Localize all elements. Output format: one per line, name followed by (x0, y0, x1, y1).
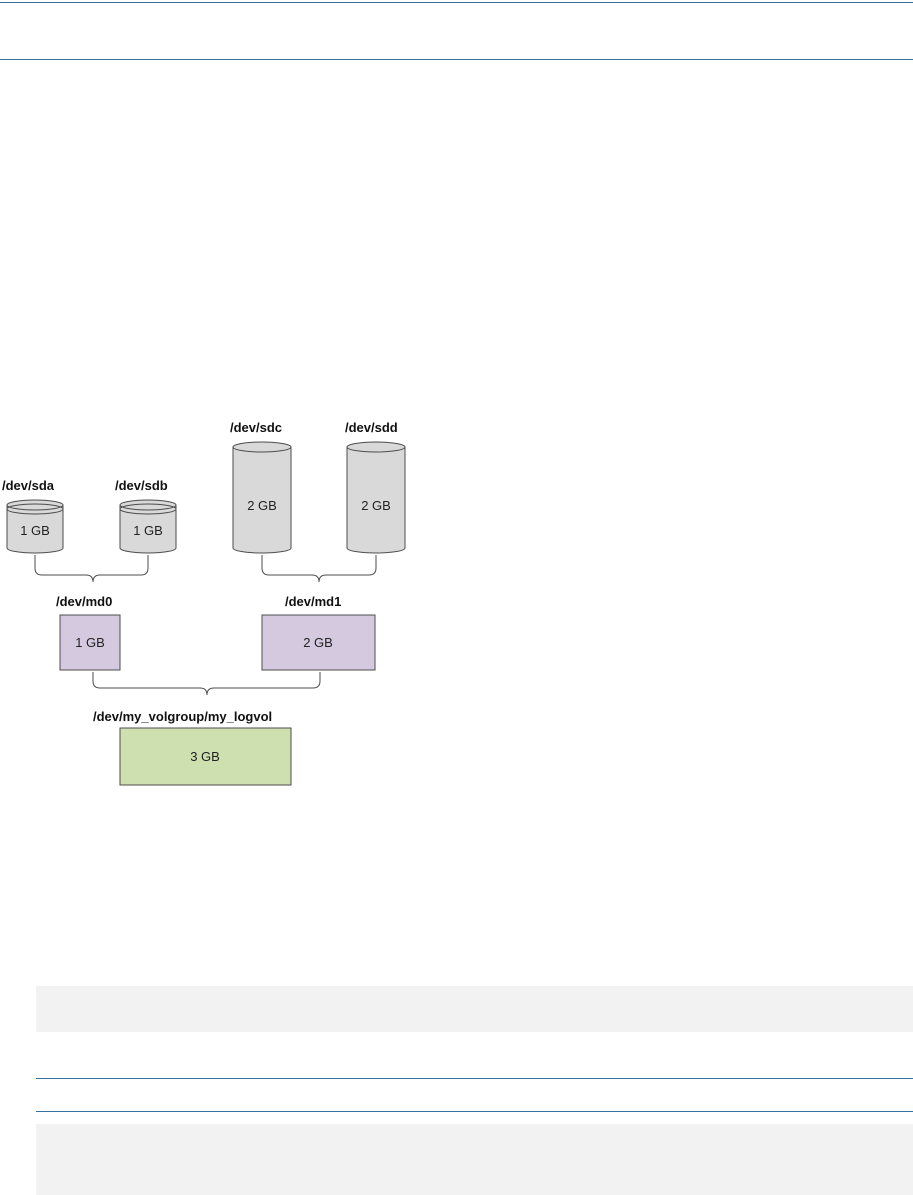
disk-sdb-label: /dev/sdb (115, 478, 168, 493)
disk-sdb-size: 1 GB (133, 523, 163, 538)
top-rule (0, 2, 913, 3)
raid-md0-size: 1 GB (75, 635, 105, 650)
disk-sdc-size: 2 GB (247, 498, 277, 513)
header-bottom-rule (0, 59, 913, 60)
disk-sdd-top (346, 441, 406, 453)
raid-md0: /dev/md0 1 GB (56, 594, 121, 671)
disk-sdc-label: /dev/sdc (230, 420, 282, 435)
raid-md1: /dev/md1 2 GB (261, 594, 376, 671)
logical-volume-box (119, 727, 292, 786)
disk-sdd-label: /dev/sdd (345, 420, 398, 435)
lvm-raid-diagram: /dev/sda 1 GB /dev/sdb 1 GB /dev/sdc 2 G… (2, 420, 406, 786)
table-top-rule (36, 1078, 913, 1079)
disk-sda-rim (6, 503, 64, 515)
disk-sda-body (6, 505, 64, 554)
disk-sdb-rim (119, 503, 177, 515)
disk-sdb-top (119, 499, 177, 511)
disk-sdb: /dev/sdb 1 GB (115, 478, 177, 554)
disk-sdc-top (232, 441, 292, 453)
disk-sda-top (6, 499, 64, 511)
table-mid-rule (36, 1111, 913, 1112)
raid-md0-label: /dev/md0 (56, 594, 112, 609)
disk-sdc-body (232, 447, 292, 554)
brace-sda-sdb (34, 555, 149, 583)
logical-volume-label: /dev/my_volgroup/my_logvol (93, 709, 272, 724)
disk-sda: /dev/sda 1 GB (2, 478, 64, 554)
raid-md0-box (59, 614, 121, 671)
raid-md1-box (261, 614, 376, 671)
disk-sdd: /dev/sdd 2 GB (345, 420, 406, 554)
code-panel-2 (36, 1124, 913, 1195)
logical-volume: /dev/my_volgroup/my_logvol 3 GB (93, 709, 292, 786)
logical-volume-size: 3 GB (190, 749, 220, 764)
disk-sdb-body (119, 505, 177, 554)
raid-md1-size: 2 GB (303, 635, 333, 650)
code-panel-1 (36, 986, 913, 1032)
disk-sdc: /dev/sdc 2 GB (230, 420, 292, 554)
raid-md1-label: /dev/md1 (285, 594, 341, 609)
brace-sdc-sdd (261, 555, 377, 583)
disk-sda-label: /dev/sda (2, 478, 55, 493)
disk-sdd-size: 2 GB (361, 498, 391, 513)
disk-sda-size: 1 GB (20, 523, 50, 538)
disk-sdd-body (346, 447, 406, 554)
brace-md0-md1 (92, 672, 321, 696)
